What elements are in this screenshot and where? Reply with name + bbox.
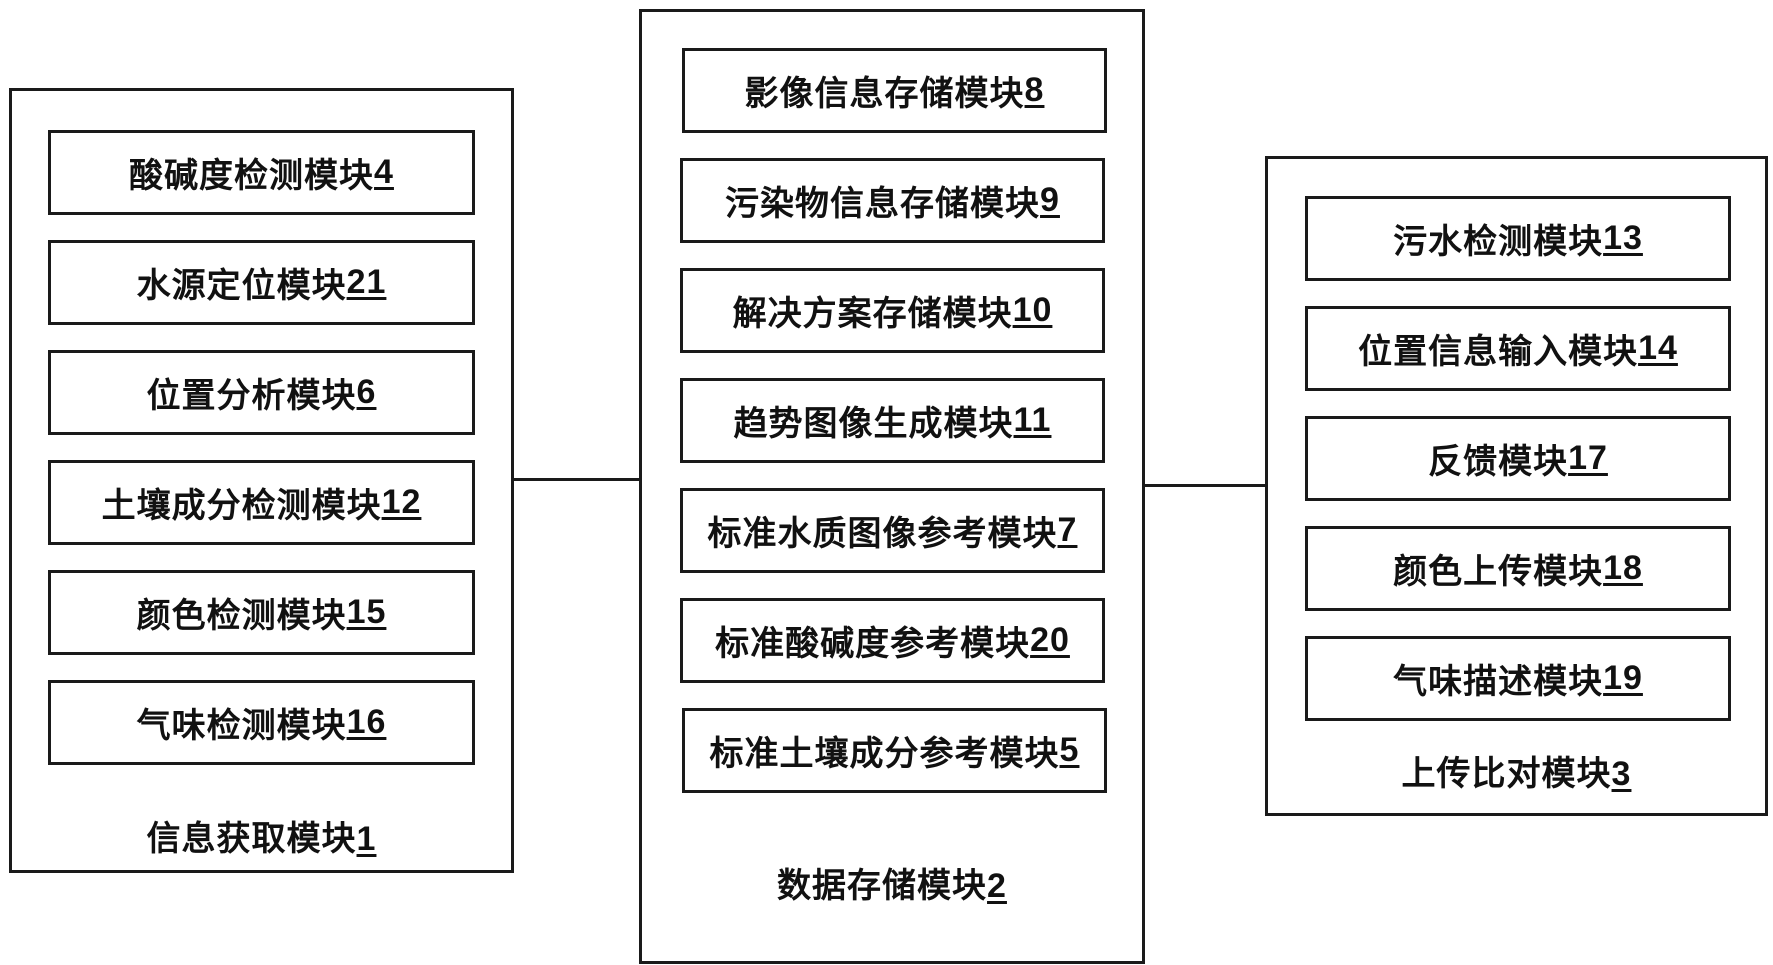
module-label: 位置分析模块 — [146, 376, 357, 416]
module-number: 9 — [1040, 181, 1060, 219]
module-label: 标准水质图像参考模块 — [707, 514, 1058, 554]
module-label: 标准土壤成分参考模块 — [709, 734, 1060, 774]
module-label: 位置信息输入模块 — [1358, 332, 1639, 372]
group-title-label: 上传比对模块 — [1401, 754, 1612, 794]
upload-group-title: 上传比对模块3 — [1268, 746, 1765, 795]
module-number: 11 — [1013, 401, 1052, 439]
module-number: 18 — [1603, 549, 1643, 587]
module-number: 6 — [356, 373, 377, 411]
info-group-title: 信息获取模块1 — [12, 811, 511, 860]
module-label: 影像信息存储模块 — [744, 74, 1025, 114]
group-title-number: 3 — [1611, 755, 1632, 793]
module-number: 19 — [1603, 659, 1643, 697]
group-title-number: 1 — [356, 820, 377, 858]
group-title-label: 信息获取模块 — [146, 819, 357, 859]
module-number: 14 — [1638, 329, 1678, 367]
module-number: 15 — [346, 593, 387, 631]
module-label: 解决方案存储模块 — [732, 294, 1013, 334]
connector-storage-to-upload — [1143, 484, 1267, 487]
module-number: 16 — [346, 703, 387, 741]
module-label: 反馈模块 — [1428, 442, 1569, 482]
module-number: 21 — [346, 263, 387, 301]
module-label: 标准酸碱度参考模块 — [715, 624, 1031, 664]
module-label: 气味检测模块 — [136, 706, 347, 746]
module-number: 12 — [381, 483, 422, 521]
module-number: 20 — [1030, 621, 1070, 659]
group-title-number: 2 — [987, 867, 1007, 905]
module-number: 5 — [1059, 731, 1080, 769]
storage-group-title: 数据存储模块2 — [642, 858, 1142, 907]
module-number: 8 — [1024, 71, 1045, 109]
module-label: 颜色上传模块 — [1393, 552, 1604, 592]
module-number: 17 — [1568, 439, 1608, 477]
group-title-label: 数据存储模块 — [777, 866, 988, 906]
module-number: 13 — [1603, 219, 1643, 257]
module-label: 土壤成分检测模块 — [101, 486, 382, 526]
module-label: 气味描述模块 — [1393, 662, 1604, 702]
module-number: 7 — [1057, 511, 1078, 549]
module-label: 酸碱度检测模块 — [129, 156, 375, 196]
module-number: 10 — [1012, 291, 1053, 329]
connector-info-to-storage — [513, 478, 641, 481]
module-label: 污染物信息存储模块 — [725, 184, 1041, 224]
module-number: 4 — [374, 153, 394, 191]
module-label: 趋势图像生成模块 — [733, 404, 1014, 444]
module-label: 颜色检测模块 — [136, 596, 347, 636]
module-label: 水源定位模块 — [136, 266, 347, 306]
module-label: 污水检测模块 — [1393, 222, 1604, 262]
